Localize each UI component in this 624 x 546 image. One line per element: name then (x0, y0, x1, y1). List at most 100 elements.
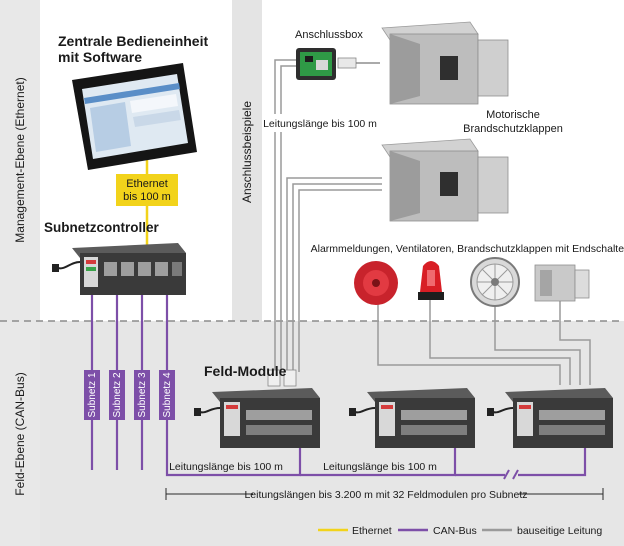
legend-label-cable: bauseitige Leitung (517, 525, 602, 537)
total-length-label-bg (253, 487, 519, 501)
alarm-label: Alarmmeldungen, Ventilatoren, Brandschut… (311, 243, 624, 255)
fm2-cable (354, 407, 376, 414)
damper-top-flange (477, 39, 509, 97)
subnet-controller (52, 243, 186, 295)
connector-a (267, 369, 281, 387)
cable-beacon (429, 300, 571, 385)
siren-device (354, 261, 398, 305)
fm2-led (381, 405, 393, 409)
line-break-marks (503, 469, 519, 480)
leitung-label-1: Leitungslänge bis 100 m (169, 461, 283, 473)
fan-hub (491, 278, 499, 286)
beacon-device (418, 261, 444, 300)
controller-display (84, 257, 98, 287)
controller-port-4 (155, 262, 168, 276)
legend-label-ethernet: Ethernet (352, 525, 392, 537)
controller-led-green (86, 267, 96, 271)
controller-port-3 (138, 262, 151, 276)
ethernet-label-line2: bis 100 m (123, 191, 171, 203)
fm2-terminals (401, 410, 467, 420)
screen-toolbar (84, 83, 180, 104)
damper-mid-inner (390, 151, 420, 221)
fm3-terminals (539, 410, 605, 420)
subnet-box-3 (134, 370, 150, 420)
fm3-led (519, 405, 531, 409)
fire-damper-top (381, 21, 509, 105)
field-module-1 (194, 388, 320, 448)
fm2-plug (349, 408, 356, 416)
fire-damper-middle (381, 138, 509, 222)
anschlussbox-terminal (316, 60, 328, 70)
examples-label: Anschlussbeispiele (240, 101, 254, 203)
ethernet-label-line1: Ethernet (126, 178, 168, 190)
beacon-light (427, 270, 435, 286)
fm2-display (379, 402, 395, 436)
management-level-label: Management-Ebene (Ethernet) (13, 77, 27, 242)
subnet-label-2: Subnetz 2 (112, 372, 123, 417)
field-level-label: Feld-Ebene (CAN-Bus) (13, 372, 27, 495)
controller-led-red (86, 260, 96, 264)
cable-anschlussbox-b (280, 65, 296, 372)
field-module-2 (349, 388, 475, 448)
fm1-led (226, 405, 238, 409)
zentrale-title-line1: Zentrale Bedieneinheit (58, 33, 208, 49)
break-mark-a (503, 469, 510, 480)
cable-siren (377, 300, 561, 385)
damper-mid-actuator (440, 172, 458, 196)
damper-mid-flange (477, 156, 509, 214)
damper-top-inner (390, 34, 420, 104)
connector-pair (267, 369, 297, 387)
cable-fan (494, 300, 581, 385)
cable-anschlussbox-a (274, 59, 296, 372)
anschlussbox-label: Anschlussbox (295, 29, 363, 41)
connector-b (283, 369, 297, 387)
left-level-band (0, 0, 40, 546)
controller-port-1 (104, 262, 117, 276)
legend: Ethernet CAN-Bus bauseitige Leitung (318, 525, 602, 537)
controller-port-2 (121, 262, 134, 276)
subnet-box-2 (109, 370, 125, 420)
motorische-label-line1: Motorische (486, 109, 540, 121)
zentrale-title-line2: mit Software (58, 49, 142, 65)
leitungslaenge-top-label: Leitungslänge bis 100 m (263, 118, 377, 130)
controller-port-5 (172, 262, 182, 276)
anschlussbox-chip (305, 56, 313, 62)
fm3-cable (492, 407, 514, 414)
subnet-label-4: Subnetz 4 (162, 372, 173, 417)
damper-top-actuator (440, 56, 458, 80)
controller-plug (52, 264, 59, 272)
fm1-terminals (246, 410, 312, 420)
small-damper-flange (574, 269, 590, 299)
small-damper-blade (540, 270, 552, 296)
cable-damper-c (298, 189, 382, 372)
screen-panel (90, 102, 131, 152)
fm1-plug (194, 408, 201, 416)
fm2-terminals-b (401, 425, 467, 435)
fm3-display (517, 402, 533, 436)
feld-module-label: Feld-Module (204, 363, 287, 379)
motorische-label-line2: Brandschutzklappen (463, 123, 563, 135)
anschlussbox-device (296, 48, 380, 80)
subnetzcontroller-label: Subnetzcontroller (44, 220, 160, 235)
fan-device (470, 257, 520, 307)
break-mark-b (512, 469, 519, 480)
cable-damper-a (286, 177, 382, 372)
subnet-label-1: Subnetz 1 (87, 372, 98, 417)
fm3-plug (487, 408, 494, 416)
subnet-box-4 (159, 370, 175, 420)
fm1-display (224, 402, 240, 436)
ethernet-label-box (116, 174, 178, 206)
fm3-terminals-b (539, 425, 605, 435)
controller-power-cable (57, 261, 81, 270)
cable-damper-switch (559, 300, 591, 385)
subnet-box-1 (84, 370, 100, 420)
cable-damper-b (292, 183, 382, 372)
leitungslaenge-top-box (272, 114, 368, 132)
siren-center (372, 279, 380, 287)
legend-label-canbus: CAN-Bus (433, 525, 477, 537)
screen-table-b (133, 110, 181, 127)
site-cables (274, 59, 591, 385)
examples-band (232, 0, 262, 321)
